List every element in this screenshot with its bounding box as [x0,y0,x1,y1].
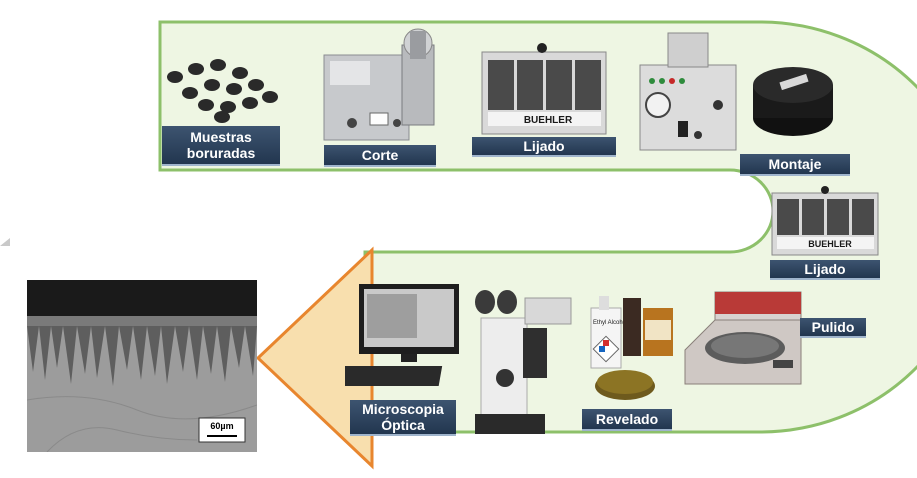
step-lijado2-label: Lijado [770,260,880,280]
corner-marker [0,238,10,246]
polisher-image [684,291,802,385]
mounted-sample-image [753,67,833,136]
step-pulido-label: Pulido [800,318,866,338]
micrograph-image: 60µm [27,280,257,452]
step-lijado1-label: Lijado [472,137,616,157]
cutting-machine-image [323,28,435,141]
mounting-press-image [639,32,737,151]
step-corte-label: Corte [324,145,436,167]
step-revelado-label: Revelado [582,409,672,431]
step-muestras-label: Muestras boruradas [162,126,280,166]
step-microscopia-label: Microscopia Óptica [350,400,456,436]
etching-chemicals-image: Ethyl Alcohol [590,296,673,400]
microscope-image [475,290,572,434]
alcohol-label: Ethyl Alcohol [593,320,627,326]
grinder-image-2: BUEHLER [771,186,879,256]
grinder-image: BUEHLER [481,43,607,135]
direction-arrow [255,246,374,470]
step-montaje-label: Montaje [740,154,850,176]
buehler-text-2: BUEHLER [808,239,852,249]
computer-image [345,284,459,386]
boride-samples-image [167,59,278,123]
scale-bar-label: 60µm [210,421,233,431]
buehler-text-1: BUEHLER [524,115,573,126]
